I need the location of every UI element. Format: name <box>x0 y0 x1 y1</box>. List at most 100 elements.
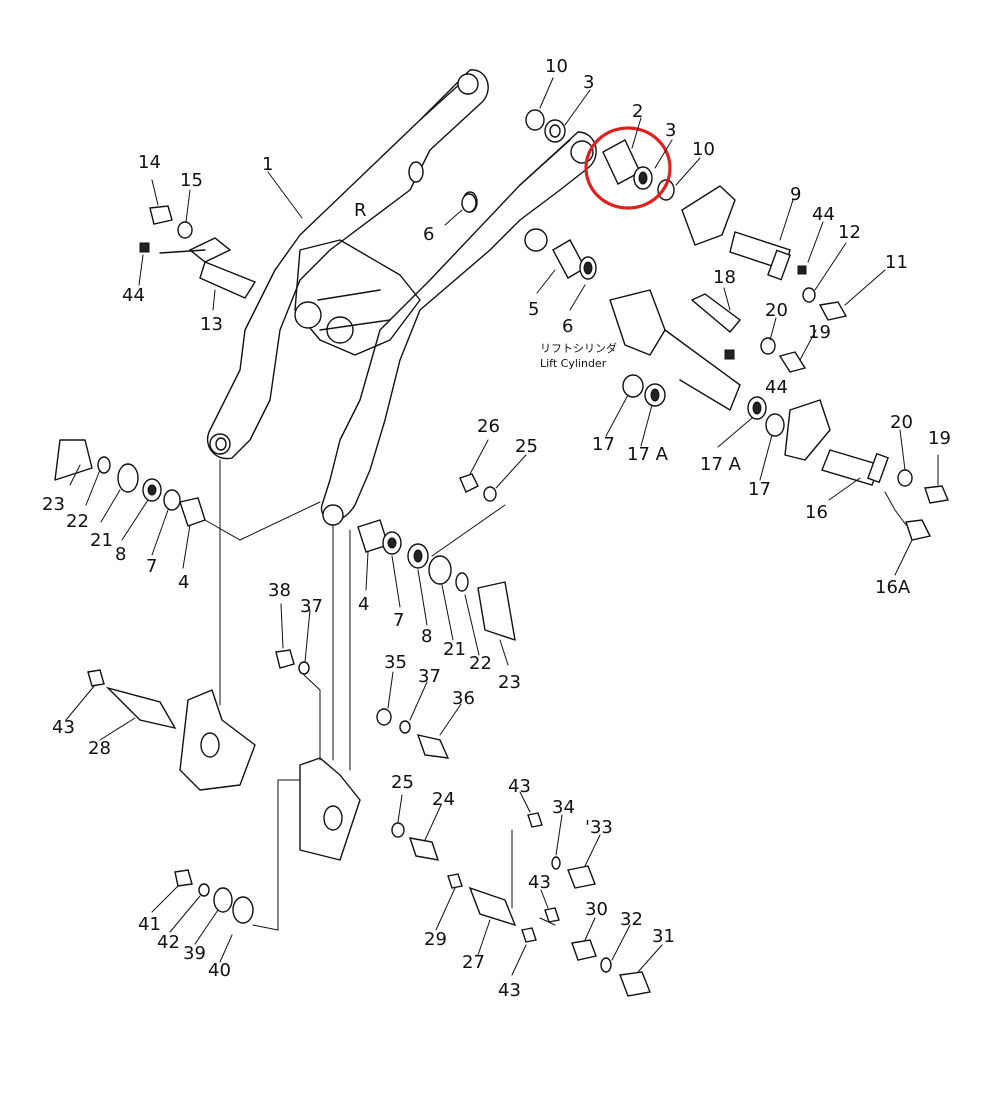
callout-19: 19 <box>808 322 831 343</box>
cross-tube <box>294 239 421 356</box>
bolt-19-upper <box>778 351 807 373</box>
lower-hardware <box>87 459 651 997</box>
callout-42: 42 <box>157 932 180 953</box>
seal-7-left <box>163 489 181 511</box>
pin-28 <box>105 686 177 730</box>
callout-24: 24 <box>432 789 455 810</box>
callout-41: 41 <box>138 914 161 935</box>
callout-15: 15 <box>180 170 203 191</box>
washer-10-right <box>657 179 675 201</box>
callout-1: 1 <box>262 154 273 175</box>
washer-37-a <box>298 661 310 675</box>
callout-30: 30 <box>585 899 608 920</box>
washer-37-b <box>399 720 411 734</box>
lift-arm-right <box>320 131 597 526</box>
fitting-43-b <box>527 812 543 828</box>
pin-9-group <box>681 185 848 321</box>
callout-17: 17 <box>592 434 615 455</box>
callout-44: 44 <box>812 204 835 225</box>
callout-25: 25 <box>391 772 414 793</box>
cylinder-pivot-bore <box>524 228 548 252</box>
fitting-44-left <box>139 242 150 253</box>
lift-arm-left <box>206 69 489 460</box>
callout-26: 26 <box>477 416 500 437</box>
callout-12: 12 <box>838 222 861 243</box>
bolt-11 <box>818 301 848 321</box>
callout-22: 22 <box>66 511 89 532</box>
nut-38 <box>275 649 295 669</box>
washer-25-lower <box>391 822 405 838</box>
callout-36: 36 <box>452 688 475 709</box>
callout-23: 23 <box>498 672 521 693</box>
callout-16: 16 <box>805 502 828 523</box>
retainer-23-left <box>54 439 93 481</box>
callout-37: 37 <box>300 596 323 617</box>
callout-43: 43 <box>508 776 531 797</box>
callout-2: 2 <box>632 101 643 122</box>
pin-13 <box>199 261 257 299</box>
callout-29: 29 <box>424 929 447 950</box>
pin-18 <box>690 293 742 333</box>
callout-8: 8 <box>421 626 432 647</box>
callout-25: 25 <box>515 436 538 457</box>
nut-washer-top <box>459 473 497 502</box>
washer-10-top <box>525 109 545 131</box>
washer-20-lower <box>897 469 913 487</box>
grease-fitting-44 <box>797 265 807 275</box>
bolt-33 <box>567 865 596 889</box>
callout-21: 21 <box>443 639 466 660</box>
callout-44: 44 <box>122 285 145 306</box>
callout-37: 37 <box>418 666 441 687</box>
nut-35 <box>376 708 392 726</box>
fitting-29 <box>447 873 463 889</box>
highlight-circle <box>584 126 672 210</box>
bushing-stack-right <box>357 504 516 641</box>
part-30 <box>571 939 597 961</box>
callout-28: 28 <box>88 738 111 759</box>
bushing-stack-left <box>54 439 321 541</box>
callout-27: 27 <box>462 952 485 973</box>
callout-43: 43 <box>528 872 551 893</box>
pin-27 <box>468 886 517 927</box>
bolt-19-lower <box>924 485 949 504</box>
callout-7: 7 <box>146 556 157 577</box>
callout-21: 21 <box>90 530 113 551</box>
callout-32: 32 <box>620 909 643 930</box>
top-pin-group <box>525 109 675 210</box>
washer-17-right <box>765 413 785 437</box>
bolt-31 <box>619 971 651 997</box>
callout-10: 10 <box>692 139 715 160</box>
callout-9: 9 <box>790 184 801 205</box>
callout-17A: 17 A <box>627 444 669 465</box>
oring-22-left <box>97 456 111 474</box>
callout-6: 6 <box>562 316 573 337</box>
callout-38: 38 <box>268 580 291 601</box>
bushing-4-left <box>179 497 206 527</box>
callout-20: 20 <box>765 300 788 321</box>
callout-11: 11 <box>885 252 908 273</box>
pin-13-group <box>139 205 257 299</box>
oring-34 <box>551 856 561 870</box>
callout-6: 6 <box>423 224 434 245</box>
callout-17A: 17 A <box>700 454 742 475</box>
fitting-44-mid <box>724 349 735 360</box>
arm-mark: R <box>354 200 367 221</box>
callout-31: 31 <box>652 926 675 947</box>
washer-42 <box>198 883 210 897</box>
fitting-43-d <box>521 927 537 943</box>
bolt-41 <box>174 869 193 887</box>
pin-16 <box>821 449 881 486</box>
callout-18: 18 <box>713 267 736 288</box>
callout-14: 14 <box>138 152 161 173</box>
fitting-43-c <box>544 907 560 923</box>
plate-40 <box>232 896 254 924</box>
callout-4: 4 <box>358 594 369 615</box>
note-en: Lift Cylinder <box>540 357 607 370</box>
fitting-43-left <box>87 669 105 687</box>
callout-35: 35 <box>384 652 407 673</box>
bracket-center <box>299 757 361 861</box>
seal-39 <box>213 887 233 913</box>
